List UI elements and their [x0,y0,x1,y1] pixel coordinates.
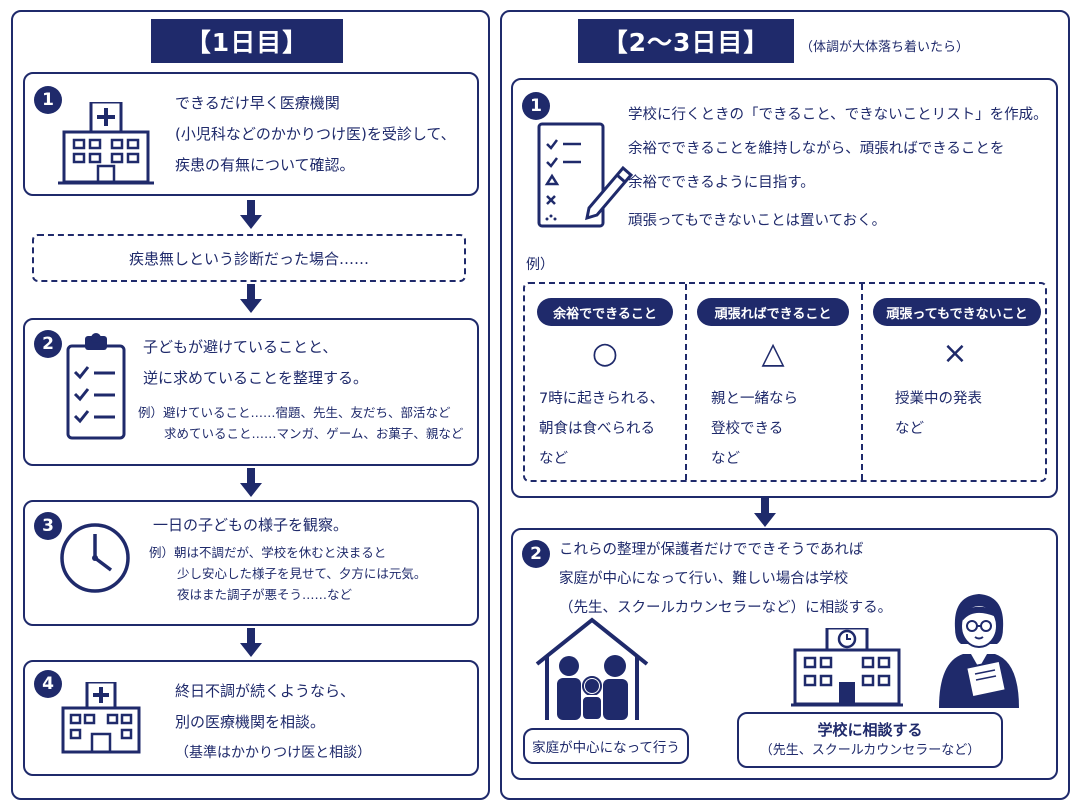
family-house-icon [535,617,649,720]
down-arrow-icon [240,468,262,497]
text-line: 逆に求めていることを整理する。 [143,369,369,387]
hospital-icon [58,102,154,185]
down-arrow-icon [240,200,262,229]
text-line: など [711,451,740,467]
step-number: 1 [522,92,550,120]
column-tag-cannot: 頑張ってもできないこと [873,298,1041,326]
text-line: 7時に起きられる、 [539,391,665,407]
text-line: 余裕でできるように目指す。 [628,175,815,191]
example-label: 例） [526,257,554,273]
day1-step2-box: 2 子どもが避けていることと、 逆に求めていることを整理する。 例）避けているこ… [23,318,479,466]
text-line: 学校に行くときの「できること、できないことリスト」を作成。 [628,107,1048,123]
day23-step1-text: 学校に行くときの「できること、できないことリスト」を作成。 余裕でできることを維… [628,98,1048,238]
text-line: （基準はかかりつけ医と相談） [175,745,372,761]
day1-step1-text: できるだけ早く医療機関 (小児科などのかかりつけ医)を受診して、 疾患の有無につ… [175,88,456,181]
text-line: 少し安心した様子を見せて、夕方には元気。 [177,566,427,581]
column-tag-easy: 余裕でできること [537,298,673,326]
text-line: 親と一緒なら [711,391,798,407]
day1-step2-example: 例）避けていること……宿題、先生、友だち、部活など 求めていること……マンガ、ゲ… [138,402,463,444]
text-line: 子どもが避けていることと、 [143,338,338,356]
home-label: 家庭が中心になって行う [532,740,680,756]
text-line: 登校できる [711,421,784,437]
day1-step4-box: 4 終日不調が続くようなら、 別の医療機関を相談。 （基準はかかりつけ医と相談） [23,660,479,776]
step-number: 1 [34,86,62,114]
column-tag-effort: 頑張ればできること [697,298,849,326]
day1-step3-example: 例）朝は不調だが、学校を休むと決まると 少し安心した様子を見せて、夕方には元気。… [149,542,426,605]
text-line: 別の医療機関を相談。 [175,713,326,731]
school-sublabel: （先生、スクールカウンセラーなど） [759,743,981,758]
column-text-easy: 7時に起きられる、 朝食は食べられる など [539,384,664,474]
school-label: 学校に相談する [817,721,923,739]
text-line: できるだけ早く医療機関 [175,94,340,112]
day23-note: （体調が大体落ち着いたら） [800,40,970,55]
clock-icon [60,523,130,593]
cross-mark: × [942,336,968,371]
school-label-box: 学校に相談する （先生、スクールカウンセラーなど） [737,712,1003,768]
text-line: など [895,421,924,437]
column-text-cannot: 授業中の発表 など [895,384,982,444]
day23-title: 【2～3日目】 [578,19,794,63]
text-line: 例）朝は不調だが、学校を休むと決まると [149,545,387,560]
down-arrow-icon [240,628,262,657]
text-line: (小児科などのかかりつけ医)を受診して、 [175,125,456,143]
school-building-icon [791,628,903,707]
column-text-effort: 親と一緒なら 登校できる など [711,384,798,474]
triangle-mark: △ [761,336,785,371]
hospital-icon [61,682,141,754]
text-line: 朝食は食べられる [539,421,655,437]
step-number: 4 [34,670,62,698]
step-number: 2 [34,330,62,358]
condition-box: 疾患無しという診断だった場合…… [32,234,466,282]
text-line: 疾患の有無について確認。 [175,156,355,174]
down-arrow-icon [240,284,262,313]
text-line: 一日の子どもの様子を観察。 [153,516,349,534]
day1-step3-text: 一日の子どもの様子を観察。 [153,510,348,541]
column-divider [685,284,687,480]
checklist-pencil-icon [537,122,634,228]
text-line: （先生、スクールカウンセラーなど）に相談する。 [559,600,893,616]
day1-step1-box: 1 できるだけ早く医療機関 (小児科などのかかりつけ医)を受診して、 疾患の有無… [23,72,479,196]
column-divider [861,284,863,480]
step-number: 3 [34,512,62,540]
day23-step2-box: 2 これらの整理が保護者だけでできそうであれば 家庭が中心になって行い、難しい場… [511,528,1058,780]
text-line: 夜はまた調子が悪そう……など [177,587,353,602]
teacher-icon [939,594,1019,708]
step-number: 2 [522,540,550,568]
text-line: 余裕でできることを維持しながら、頑張ればできることを [628,141,1005,157]
day1-step2-text: 子どもが避けていることと、 逆に求めていることを整理する。 [143,332,368,394]
text-line: 求めていること……マンガ、ゲーム、お菓子、親など [164,426,464,441]
text-line: など [539,451,568,467]
day23-step2-text: これらの整理が保護者だけでできそうであれば 家庭が中心になって行い、難しい場合は… [559,536,892,623]
day1-step3-box: 3 一日の子どもの様子を観察。 例）朝は不調だが、学校を休むと決まると 少し安心… [23,500,479,626]
day23-step1-box: 1 学校に行くときの「できること、できないことリスト」を作成。 余裕でできること… [511,78,1058,498]
circle-mark: ○ [591,336,619,371]
clipboard-check-icon [66,333,126,440]
day1-step4-text: 終日不調が続くようなら、 別の医療機関を相談。 （基準はかかりつけ医と相談） [175,676,371,769]
text-line: 例）避けていること……宿題、先生、友だち、部活など [138,405,451,420]
day1-title: 【1日目】 [151,19,343,63]
text-line: これらの整理が保護者だけでできそうであれば [559,542,864,558]
text-line: 授業中の発表 [895,391,982,407]
text-line: 家庭が中心になって行い、難しい場合は学校 [559,571,849,587]
home-label-box: 家庭が中心になって行う [523,728,689,764]
condition-text: 疾患無しという診断だった場合…… [128,249,369,268]
down-arrow-icon [754,498,776,527]
text-line: 終日不調が続くようなら、 [175,682,356,700]
text-line: 頑張ってもできないことは置いておく。 [628,213,887,229]
example-table: 余裕でできること 頑張ればできること 頑張ってもできないこと ○ △ × 7時に… [523,282,1047,482]
